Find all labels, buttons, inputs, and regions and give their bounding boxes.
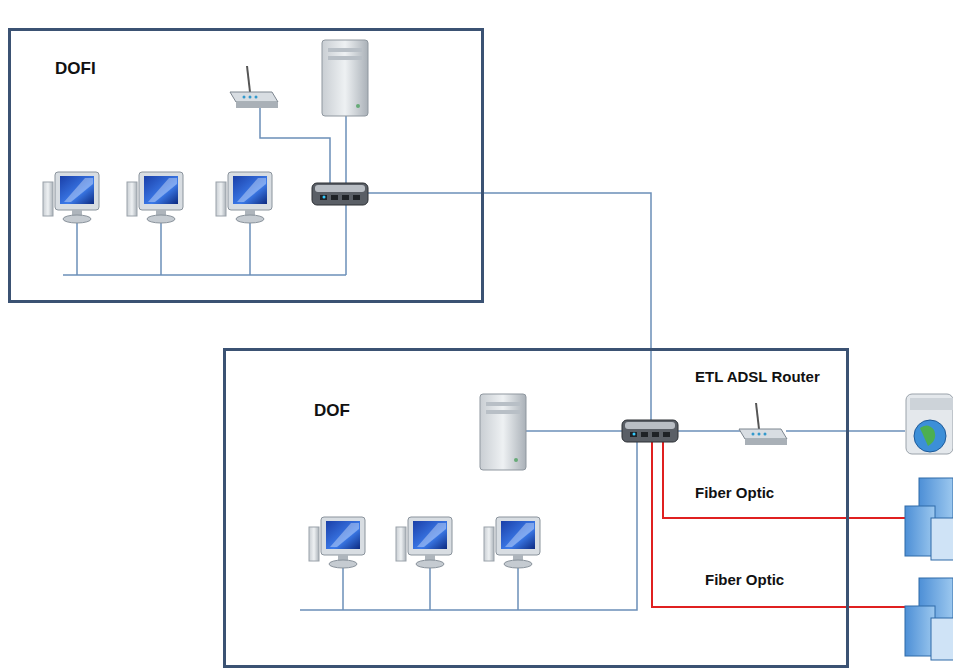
link-label: ETL ADSL Router [693, 368, 822, 385]
office-region: DOF [223, 348, 849, 668]
network-link [484, 193, 651, 348]
region-title: DOFI [55, 59, 96, 79]
region-title: DOF [314, 401, 350, 421]
office-region: DOFI [8, 28, 484, 303]
link-label: Fiber Optic [693, 484, 776, 501]
link-label: Fiber Optic [703, 571, 786, 588]
